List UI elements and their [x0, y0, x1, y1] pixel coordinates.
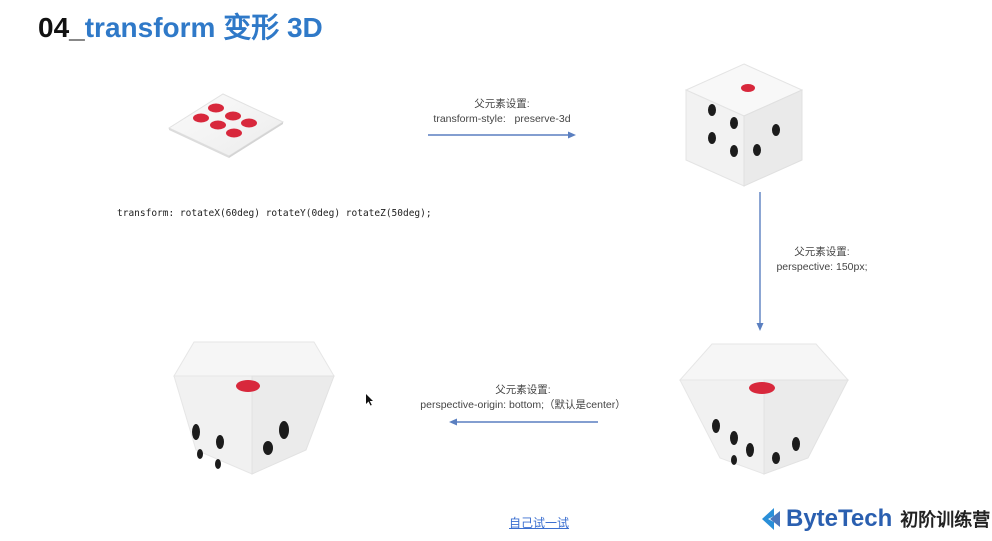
mouse-cursor-icon: [366, 394, 373, 406]
bytetech-logo-icon: [762, 508, 780, 530]
step-caption-perspective: 父元素设置: perspective: 150px;: [772, 245, 872, 275]
title-text: transform 变形 3D: [84, 12, 323, 43]
caption-code: transform-style: preserve-3d: [433, 113, 571, 125]
brand-subtitle: 初阶训练营: [900, 510, 991, 530]
dice-perspective-origin-bottom: [173, 341, 335, 475]
dice-pips: [193, 103, 257, 138]
step-caption-preserve-3d: 父元素设置: transform-style: preserve-3d: [414, 97, 590, 127]
slide-title: 04_transform 变形 3D: [38, 6, 323, 46]
step-caption-perspective-origin: 父元素设置: perspective-origin: bottom;（默认是ce…: [405, 383, 641, 413]
caption-heading: 父元素设置:: [794, 246, 850, 258]
try-it-yourself-link[interactable]: 自己试一试: [509, 516, 570, 530]
dice-preserve-3d: [684, 63, 804, 187]
dice-perspective-150px: [678, 343, 850, 475]
caption-code: perspective-origin: bottom;（默认是center）: [420, 399, 626, 411]
dice-flat-rotated: [167, 93, 285, 158]
caption-code: perspective: 150px;: [776, 261, 868, 273]
caption-heading: 父元素设置:: [495, 384, 551, 396]
transform-code: transform: rotateX(60deg) rotateY(0deg) …: [117, 208, 432, 219]
caption-heading: 父元素设置:: [474, 98, 530, 110]
brand-logo: ByteTech 初阶训练营: [760, 505, 990, 533]
title-number: 04_: [38, 12, 85, 43]
brand-name: ByteTech: [786, 505, 893, 532]
